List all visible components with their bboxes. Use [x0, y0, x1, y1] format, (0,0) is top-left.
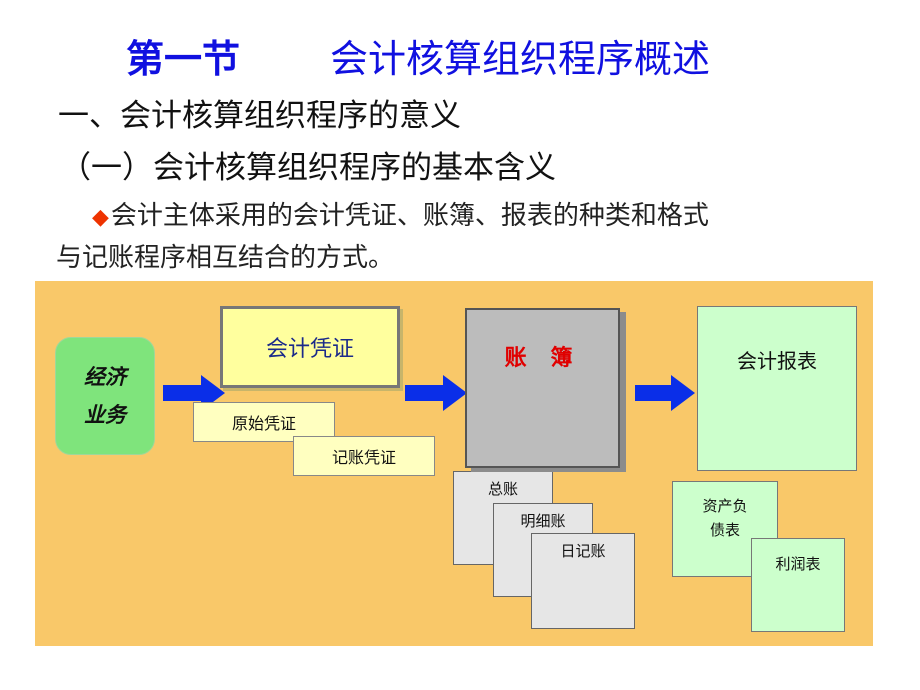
journal-box: 日记账	[531, 533, 635, 629]
income-statement-box: 利润表	[751, 538, 845, 632]
arrow-right-icon	[635, 375, 695, 411]
accounting-voucher-box: 会计凭证	[220, 306, 400, 388]
diamond-bullet-icon: ◆	[92, 205, 109, 230]
definition-line-2: 与记账程序相互结合的方式。	[56, 243, 395, 273]
economic-business-label-line-2: 业务	[84, 403, 126, 427]
definition-line-1: 会计主体采用的会计凭证、账簿、报表的种类和格式	[110, 201, 709, 231]
balance-sheet-label-line-1: 资产负	[702, 497, 748, 515]
economic-business-label-line-1: 经济	[84, 365, 126, 389]
accounting-report-box: 会计报表	[697, 306, 857, 471]
section-number: 第一节	[126, 37, 241, 81]
heading-basic-definition: （一）会计核算组织程序的基本含义	[60, 150, 556, 186]
arrow-right-icon	[405, 375, 467, 411]
slide-title: 第一节 会计核算组织程序概述	[0, 28, 920, 84]
economic-business-box: 经济 业务	[55, 337, 155, 455]
original-voucher-box: 原始凭证	[193, 402, 335, 442]
bookkeeping-voucher-box: 记账凭证	[293, 436, 435, 476]
ledger-box: 账 簿	[465, 308, 620, 468]
balance-sheet-label-line-2: 债表	[709, 521, 740, 539]
accounting-flow-diagram: 经济 业务 原始凭证 记账凭证 会计凭证 总账 明细账 日记账 账 簿 会计报表…	[35, 281, 873, 646]
section-topic: 会计核算组织程序概述	[330, 37, 711, 81]
definition-paragraph: ◆会计主体采用的会计凭证、账簿、报表的种类和格式 与记账程序相互结合的方式。	[56, 196, 856, 278]
heading-meaning: 一、会计核算组织程序的意义	[58, 98, 461, 134]
